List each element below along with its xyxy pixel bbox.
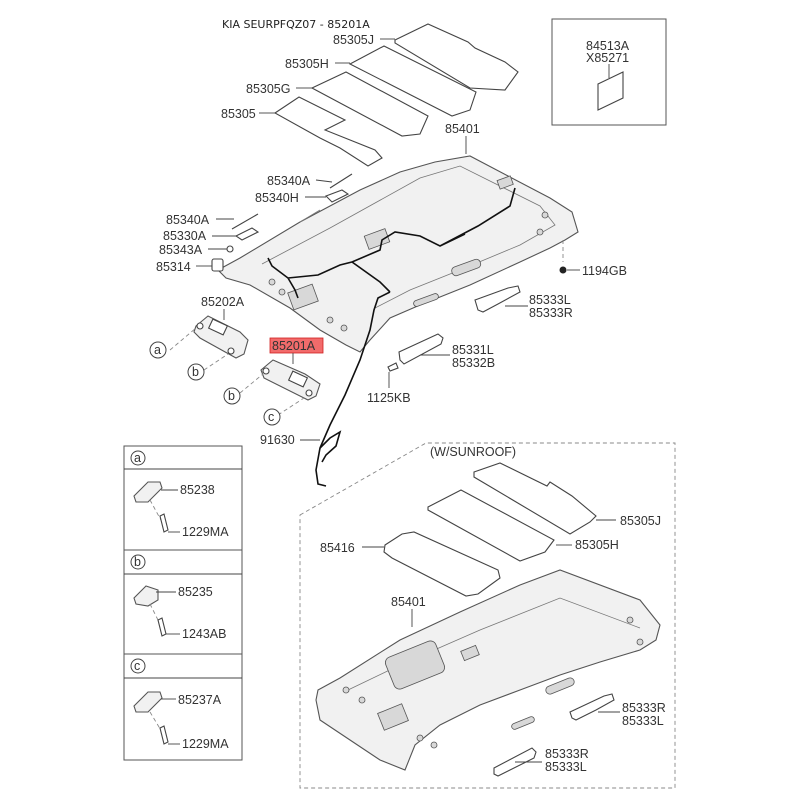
pad-85305: 85305 bbox=[221, 96, 383, 167]
screw-icon bbox=[159, 513, 169, 533]
bracket-85331: 85331L 85332B bbox=[398, 333, 495, 370]
part-label-85340A[interactable]: 85340A bbox=[166, 213, 210, 227]
part-label-85305G[interactable]: 85305G bbox=[246, 82, 290, 96]
detail-box-c: c 85237A 1229MA bbox=[123, 653, 243, 761]
detail-b-part-1[interactable]: 85235 bbox=[178, 585, 213, 599]
sunroof-part-label-85333L-a[interactable]: 85333L bbox=[622, 714, 664, 728]
sunvisor-85201A: 85201A bbox=[239, 337, 324, 416]
part-label-85314[interactable]: 85314 bbox=[156, 260, 191, 274]
pad-85305H: 85305H bbox=[285, 45, 477, 117]
part-label-85305J[interactable]: 85305J bbox=[333, 33, 374, 47]
svg-text:b: b bbox=[134, 555, 141, 569]
callout-b-2[interactable]: b bbox=[223, 387, 241, 405]
callout-c[interactable]: c bbox=[263, 408, 281, 426]
part-label-1194GB[interactable]: 1194GB bbox=[582, 264, 627, 278]
callout-a[interactable]: a bbox=[149, 341, 167, 359]
sunroof-section: (W/SUNROOF) 85305J 85305H 85416 85401 85… bbox=[299, 442, 676, 789]
sunroof-part-label-85333R-b[interactable]: 85333R bbox=[545, 747, 589, 761]
sunroof-part-label-85401[interactable]: 85401 bbox=[391, 595, 426, 609]
detail-a-part-1[interactable]: 85238 bbox=[180, 483, 215, 497]
sunroof-part-label-85333L-b[interactable]: 85333L bbox=[545, 760, 587, 774]
svg-text:b: b bbox=[228, 389, 235, 403]
part-label-85305[interactable]: 85305 bbox=[221, 107, 256, 121]
part-label-85201A[interactable]: 85201A bbox=[272, 339, 316, 353]
part-label-1125KB[interactable]: 1125KB bbox=[367, 391, 411, 405]
label-sticker-box: 84513A X85271 bbox=[551, 18, 667, 126]
part-label-85332B[interactable]: 85332B bbox=[452, 356, 495, 370]
sunvisor-85202A: 85202A bbox=[169, 295, 249, 371]
svg-text:a: a bbox=[154, 343, 161, 357]
part-label-91630[interactable]: 91630 bbox=[260, 433, 295, 447]
headliner-85401: 85401 bbox=[217, 122, 579, 487]
part-label-85330A[interactable]: 85330A bbox=[163, 229, 207, 243]
detail-box-b: b 85235 1243AB bbox=[123, 549, 243, 655]
detail-b-part-2[interactable]: 1243AB bbox=[182, 627, 226, 641]
part-label-84513A[interactable]: 84513A bbox=[586, 39, 630, 53]
label-sticker-icon bbox=[597, 71, 624, 111]
part-label-85331L[interactable]: 85331L bbox=[452, 343, 494, 357]
detail-box-a: a 85238 1229MA bbox=[123, 445, 243, 551]
detail-a-part-2[interactable]: 1229MA bbox=[182, 525, 229, 539]
part-label-85340H[interactable]: 85340H bbox=[255, 191, 299, 205]
sunvisor-holder-icon bbox=[133, 691, 163, 713]
part-label-X85271[interactable]: X85271 bbox=[586, 51, 629, 65]
detail-c-part-2[interactable]: 1229MA bbox=[182, 737, 229, 751]
part-label-85202A[interactable]: 85202A bbox=[201, 295, 245, 309]
screw-icon bbox=[159, 725, 169, 745]
part-label-85333L[interactable]: 85333L bbox=[529, 293, 571, 307]
svg-text:b: b bbox=[192, 365, 199, 379]
svg-text:c: c bbox=[268, 410, 274, 424]
screw-1125KB: 1125KB bbox=[367, 362, 411, 405]
part-label-85305H[interactable]: 85305H bbox=[285, 57, 329, 71]
pad-85305G: 85305G bbox=[246, 71, 429, 137]
sunroof-heading: (W/SUNROOF) bbox=[430, 445, 516, 459]
clip-1194GB: 1194GB bbox=[559, 240, 627, 278]
diagram-title: KIA SEURPFQZ07 - 85201A bbox=[222, 18, 370, 31]
part-label-85333R[interactable]: 85333R bbox=[529, 306, 573, 320]
part-label-85340A-top[interactable]: 85340A bbox=[267, 174, 311, 188]
sunroof-part-label-85305J[interactable]: 85305J bbox=[620, 514, 661, 528]
svg-text:c: c bbox=[134, 659, 140, 673]
sunroof-part-label-85333R-a[interactable]: 85333R bbox=[622, 701, 666, 715]
sunroof-part-label-85305H[interactable]: 85305H bbox=[575, 538, 619, 552]
sunroof-part-label-85416[interactable]: 85416 bbox=[320, 541, 355, 555]
grab-handle-parts: 85340A 85340H 85340A 85330A 85343A 85314 bbox=[156, 173, 353, 274]
svg-text:a: a bbox=[134, 451, 141, 465]
sunvisor-clip-icon bbox=[133, 585, 159, 607]
detail-c-part-1[interactable]: 85237A bbox=[178, 693, 222, 707]
part-label-85401[interactable]: 85401 bbox=[445, 122, 480, 136]
part-label-85343A[interactable]: 85343A bbox=[159, 243, 203, 257]
highlight-box bbox=[269, 337, 324, 354]
sunvisor-holder-icon bbox=[133, 481, 163, 503]
pad-85305J: 85305J bbox=[333, 23, 519, 91]
bracket-85333: 85333L 85333R bbox=[474, 285, 573, 320]
callout-b-1[interactable]: b bbox=[187, 363, 205, 381]
